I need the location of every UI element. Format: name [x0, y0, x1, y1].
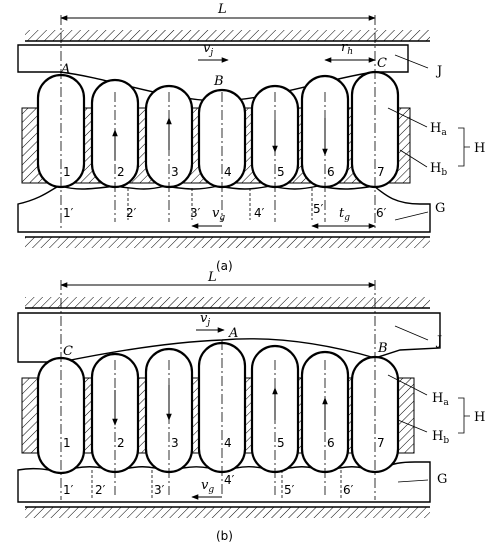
svg-text:3′: 3′ — [154, 483, 165, 497]
roller-arrows-b — [112, 385, 328, 430]
svg-text:4′: 4′ — [254, 206, 265, 220]
dimension-L-label-a: L — [217, 2, 227, 17]
top-wall-hatch-b — [25, 297, 430, 308]
contact-numbers-b: 1′ 2′ 3′ 4′ 5′ 6′ — [63, 473, 354, 497]
svg-text:3: 3 — [171, 436, 179, 450]
svg-text:2: 2 — [117, 165, 125, 179]
svg-text:3: 3 — [171, 165, 179, 179]
rollers-b — [36, 341, 400, 475]
svg-text:1: 1 — [63, 165, 71, 179]
point-label: C — [377, 56, 387, 71]
point-label: B — [377, 341, 388, 356]
label-H-b: H — [474, 410, 485, 425]
svg-text:2′: 2′ — [126, 206, 137, 220]
label-Hb-a: Hb — [430, 161, 447, 178]
label-Ha-b: Ha — [432, 391, 449, 408]
point-label: B — [213, 74, 224, 89]
svg-text:5′: 5′ — [313, 202, 324, 216]
svg-text:4: 4 — [224, 165, 232, 179]
label-G-b: G — [437, 472, 447, 487]
velocity-top-b: vj — [200, 311, 210, 328]
bottom-wall-hatch-b — [25, 507, 430, 518]
pitch-top-a: rh — [341, 40, 353, 57]
caption-b: (b) — [216, 529, 233, 543]
svg-text:1: 1 — [63, 436, 71, 450]
label-Hb-b: Hb — [432, 429, 449, 446]
leaders-a — [387, 54, 470, 221]
top-wall-hatch-a — [25, 30, 430, 41]
label-H-a: H — [474, 141, 485, 156]
roller-numbers-b: 1 2 3 4 5 6 7 — [63, 436, 385, 450]
roller-numbers-a: 1 2 3 4 5 6 7 — [63, 165, 385, 179]
label-J-a: J — [435, 64, 442, 79]
leaders-b — [387, 325, 470, 483]
svg-text:6′: 6′ — [343, 483, 354, 497]
svg-text:1′: 1′ — [63, 483, 74, 497]
svg-text:6: 6 — [327, 436, 335, 450]
svg-text:1′: 1′ — [63, 206, 74, 220]
panel-a: L vj rh A B C 1 2 3 4 5 6 7 1′ 2′ 3′ 4′ … — [17, 2, 485, 273]
rollers-a — [36, 70, 400, 189]
velocity-bottom-b: vg — [201, 478, 214, 495]
svg-text:5: 5 — [277, 165, 285, 179]
panel-b: L vj C A B 1 2 3 4 5 6 7 1′ 2′ 3′ 4′ 5′ … — [17, 270, 485, 543]
label-Ha-a: Ha — [430, 121, 447, 138]
svg-text:7: 7 — [377, 165, 385, 179]
svg-text:6: 6 — [327, 165, 335, 179]
velocity-top-a: vj — [203, 41, 213, 58]
bottom-member-a — [17, 185, 431, 233]
svg-text:7: 7 — [377, 436, 385, 450]
point-label: A — [228, 326, 238, 341]
contact-numbers-a: 1′ 2′ 3′ 4′ 5′ 6′ — [63, 202, 387, 220]
svg-text:5: 5 — [277, 436, 285, 450]
pitch-bottom-a: tg — [339, 206, 350, 223]
center-lines-b — [60, 280, 376, 500]
roller-arrows-a — [112, 117, 328, 160]
top-member-b — [17, 312, 441, 363]
contact-ticks-a — [127, 188, 313, 220]
svg-text:4: 4 — [224, 436, 232, 450]
center-lines-a — [60, 15, 376, 228]
svg-text:3′: 3′ — [190, 206, 201, 220]
point-label: C — [63, 344, 73, 359]
svg-text:6′: 6′ — [376, 206, 387, 220]
svg-text:2′: 2′ — [95, 483, 106, 497]
svg-text:4′: 4′ — [224, 473, 235, 487]
dimension-L-label-b: L — [207, 270, 217, 285]
svg-text:5′: 5′ — [284, 483, 295, 497]
point-label: A — [60, 62, 70, 77]
label-G-a: G — [435, 201, 445, 216]
caption-a: (a) — [216, 259, 233, 273]
velocity-bottom-a: vg — [212, 206, 225, 223]
bottom-wall-hatch-a — [25, 237, 430, 248]
label-J-b: J — [435, 334, 442, 349]
svg-text:2: 2 — [117, 436, 125, 450]
